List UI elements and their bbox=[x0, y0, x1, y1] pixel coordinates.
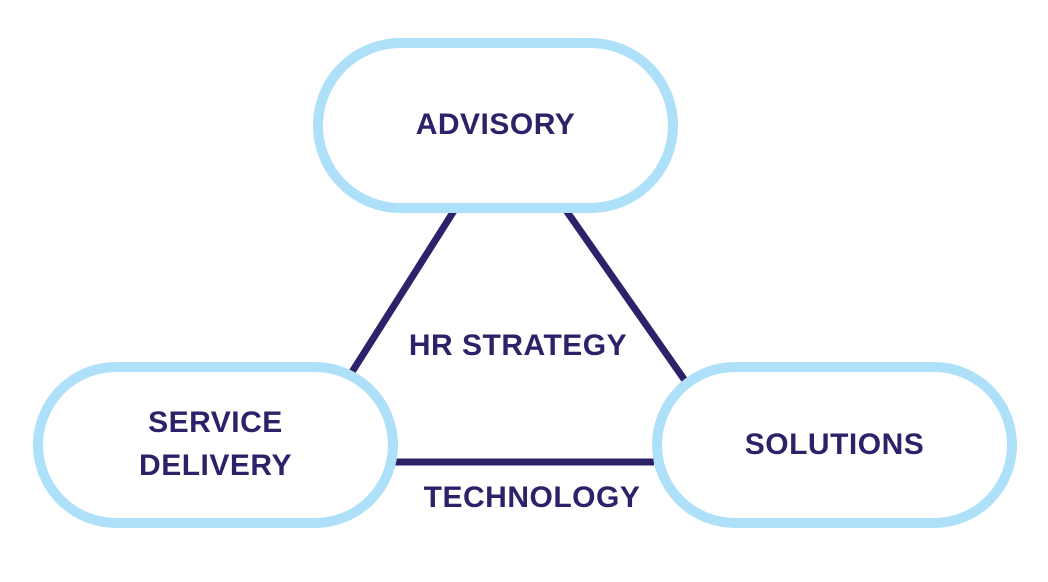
center-label-hr-strategy: HR STRATEGY bbox=[408, 329, 628, 362]
edge-advisory-solutions bbox=[560, 203, 689, 385]
edge-label-technology: TECHNOLOGY bbox=[423, 481, 641, 514]
node-solutions: SOLUTIONS bbox=[652, 362, 1017, 528]
node-service-delivery: SERVICE DELIVERY bbox=[33, 362, 398, 528]
node-advisory-label: ADVISORY bbox=[415, 108, 576, 142]
node-advisory: ADVISORY bbox=[313, 38, 678, 213]
node-service-delivery-label: SERVICE DELIVERY bbox=[139, 406, 292, 482]
node-solutions-label: SOLUTIONS bbox=[744, 427, 925, 461]
edge-advisory-service-delivery bbox=[349, 204, 460, 374]
